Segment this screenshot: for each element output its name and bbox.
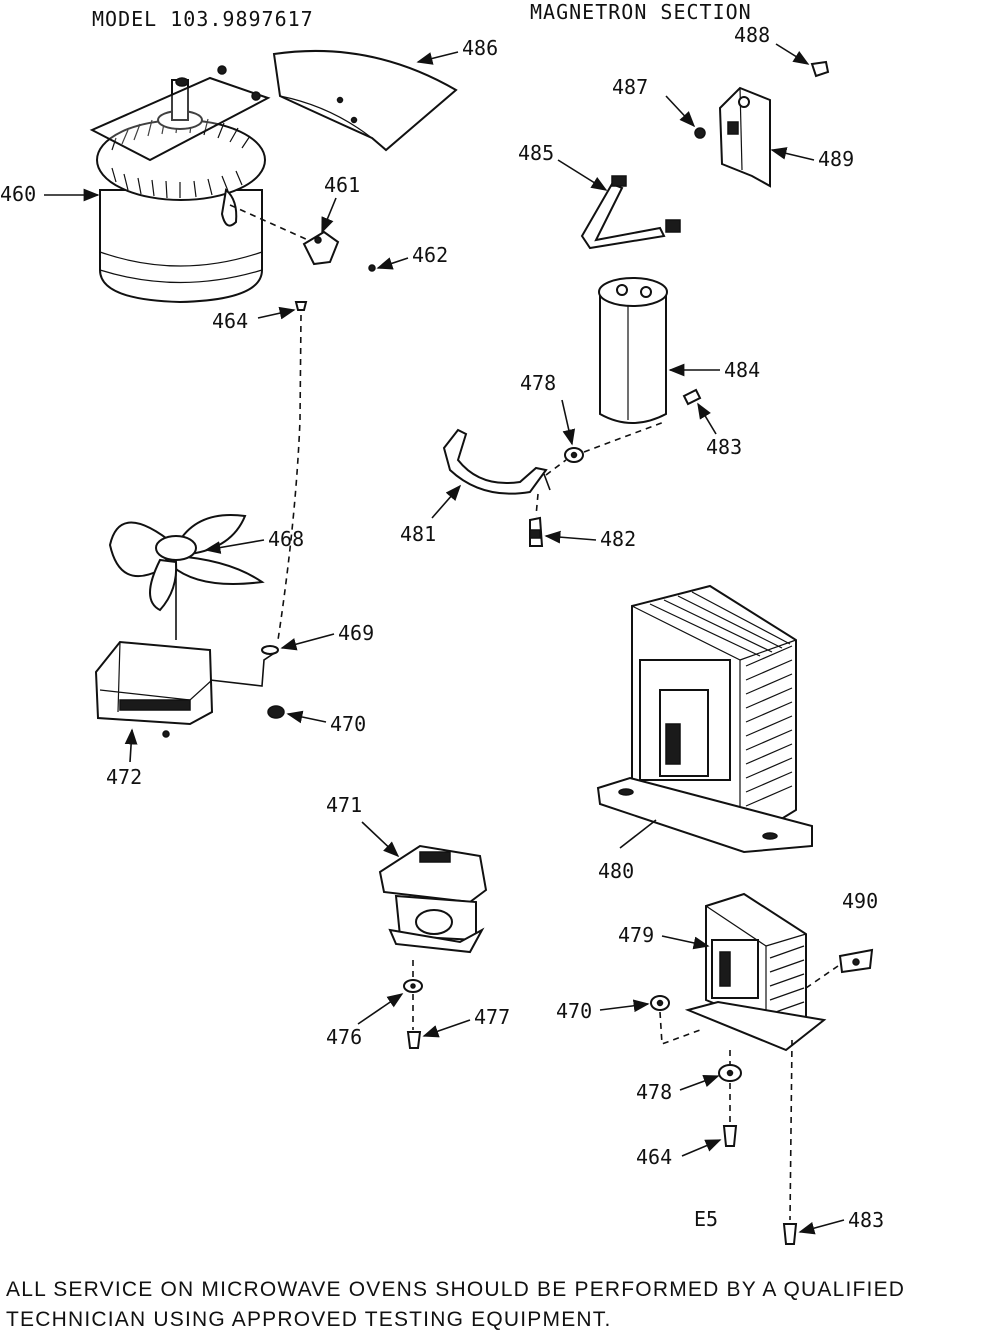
label-479: 479 [618, 923, 654, 947]
protector-part-461 [302, 230, 340, 266]
label-481: 481 [400, 522, 436, 546]
nut-part-470-right [650, 995, 670, 1011]
magnetron-part-460 [89, 65, 271, 304]
footer-notice-line2: TECHNICIAN USING APPROVED TESTING EQUIPM… [6, 1308, 612, 1331]
leader-478-dash [545, 421, 665, 476]
bracket-part-489 [718, 86, 771, 188]
footer-notice-line1: ALL SERVICE ON MICROWAVE OVENS SHOULD BE… [6, 1278, 905, 1301]
capacitor-part-484 [598, 277, 668, 424]
label-469: 469 [338, 621, 374, 645]
label-480: 480 [598, 859, 634, 883]
label-461: 461 [324, 173, 360, 197]
fan-motor-part-472 [94, 640, 277, 738]
label-482: 482 [600, 527, 636, 551]
label-477: 477 [474, 1005, 510, 1029]
label-478-top: 478 [520, 371, 556, 395]
label-471: 471 [326, 793, 362, 817]
screw-part-464-bottom [722, 1125, 738, 1147]
relay-part-471 [378, 844, 488, 954]
label-472: 472 [106, 765, 142, 789]
transformer-part-480 [596, 584, 813, 854]
label-470-left: 470 [330, 712, 366, 736]
leader-464-dash [277, 314, 302, 641]
model-number: MODEL 103.9897617 [92, 7, 314, 31]
leader-461 [229, 204, 309, 241]
screw-part-483-top [682, 388, 702, 406]
label-489: 489 [818, 147, 854, 171]
leader-490-dash [805, 965, 839, 989]
clip-part-482 [529, 516, 544, 547]
diagram-code: E5 [694, 1207, 718, 1231]
terminal-part-490 [838, 948, 874, 974]
callout-leaders [44, 43, 845, 1235]
label-488: 488 [734, 23, 770, 47]
leader-482-dash [535, 493, 539, 517]
screw-part-462 [368, 264, 376, 272]
screw-part-464-top [294, 301, 308, 311]
label-487: 487 [612, 75, 648, 99]
label-468: 468 [268, 527, 304, 551]
section-title: MAGNETRON SECTION [530, 0, 752, 24]
lead-part-485 [580, 175, 681, 250]
label-470-right: 470 [556, 999, 592, 1023]
label-478-bottom: 478 [636, 1080, 672, 1104]
label-490: 490 [842, 889, 878, 913]
washer-part-478-top [564, 447, 584, 463]
washer-part-478-bottom [718, 1064, 742, 1082]
label-483-bottom: 483 [848, 1208, 884, 1232]
transformer-part-479 [684, 892, 827, 1052]
nut-part-470-left [267, 705, 285, 719]
fan-blade-part-468 [108, 514, 265, 640]
label-486: 486 [462, 36, 498, 60]
label-462: 462 [412, 243, 448, 267]
leader-470-dash [659, 1011, 701, 1046]
washer-part-476 [403, 979, 423, 993]
label-483-top: 483 [706, 435, 742, 459]
label-464-bottom: 464 [636, 1145, 672, 1169]
label-460: 460 [0, 182, 36, 206]
label-484: 484 [724, 358, 760, 382]
label-476: 476 [326, 1025, 362, 1049]
label-485: 485 [518, 141, 554, 165]
part-labels: 460 486 461 462 464 468 469 470 472 471 … [0, 23, 884, 1232]
bracket-part-469 [261, 645, 279, 655]
strap-part-481 [442, 428, 551, 495]
cover-part-486 [272, 49, 458, 152]
screw-part-483-bottom [782, 1223, 798, 1245]
screw-part-488 [810, 60, 830, 78]
leader-483b-dash [789, 1039, 793, 1221]
nut-part-487 [694, 127, 706, 139]
screw-part-477 [406, 1031, 422, 1049]
label-464-top: 464 [212, 309, 248, 333]
